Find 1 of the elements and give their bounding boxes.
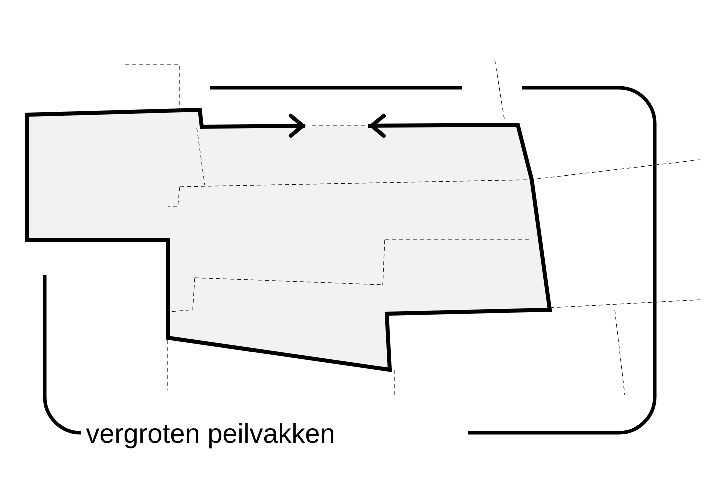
caption-text: vergroten peilvakken xyxy=(86,423,334,449)
